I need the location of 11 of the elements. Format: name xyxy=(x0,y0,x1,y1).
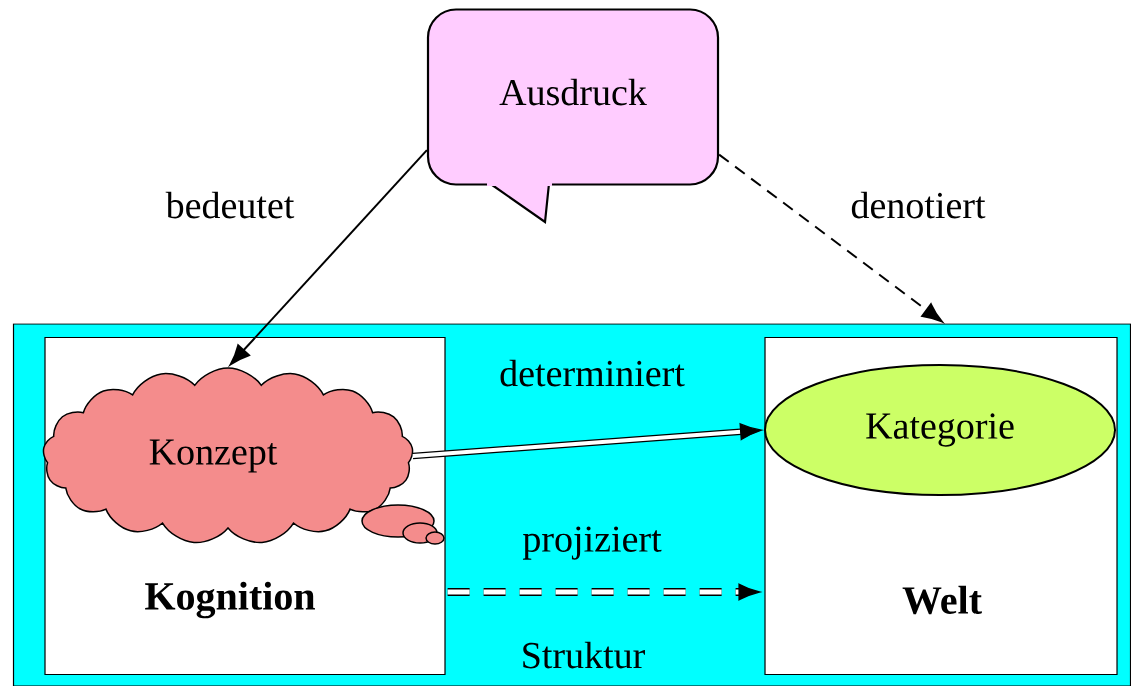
edge-label: determiniert xyxy=(500,359,685,387)
arrow xyxy=(229,149,428,366)
edge-label: bedeutet xyxy=(165,191,295,219)
arrow xyxy=(412,423,762,460)
thought-cloud: Konzept xyxy=(42,367,445,545)
edge-label: denotiert xyxy=(851,191,986,219)
edge-label: projiziert xyxy=(523,526,662,560)
arrow xyxy=(447,583,761,601)
text-label: Struktur xyxy=(523,641,645,669)
arrow xyxy=(718,153,943,323)
speech-bubble: Ausdruck xyxy=(426,8,720,224)
